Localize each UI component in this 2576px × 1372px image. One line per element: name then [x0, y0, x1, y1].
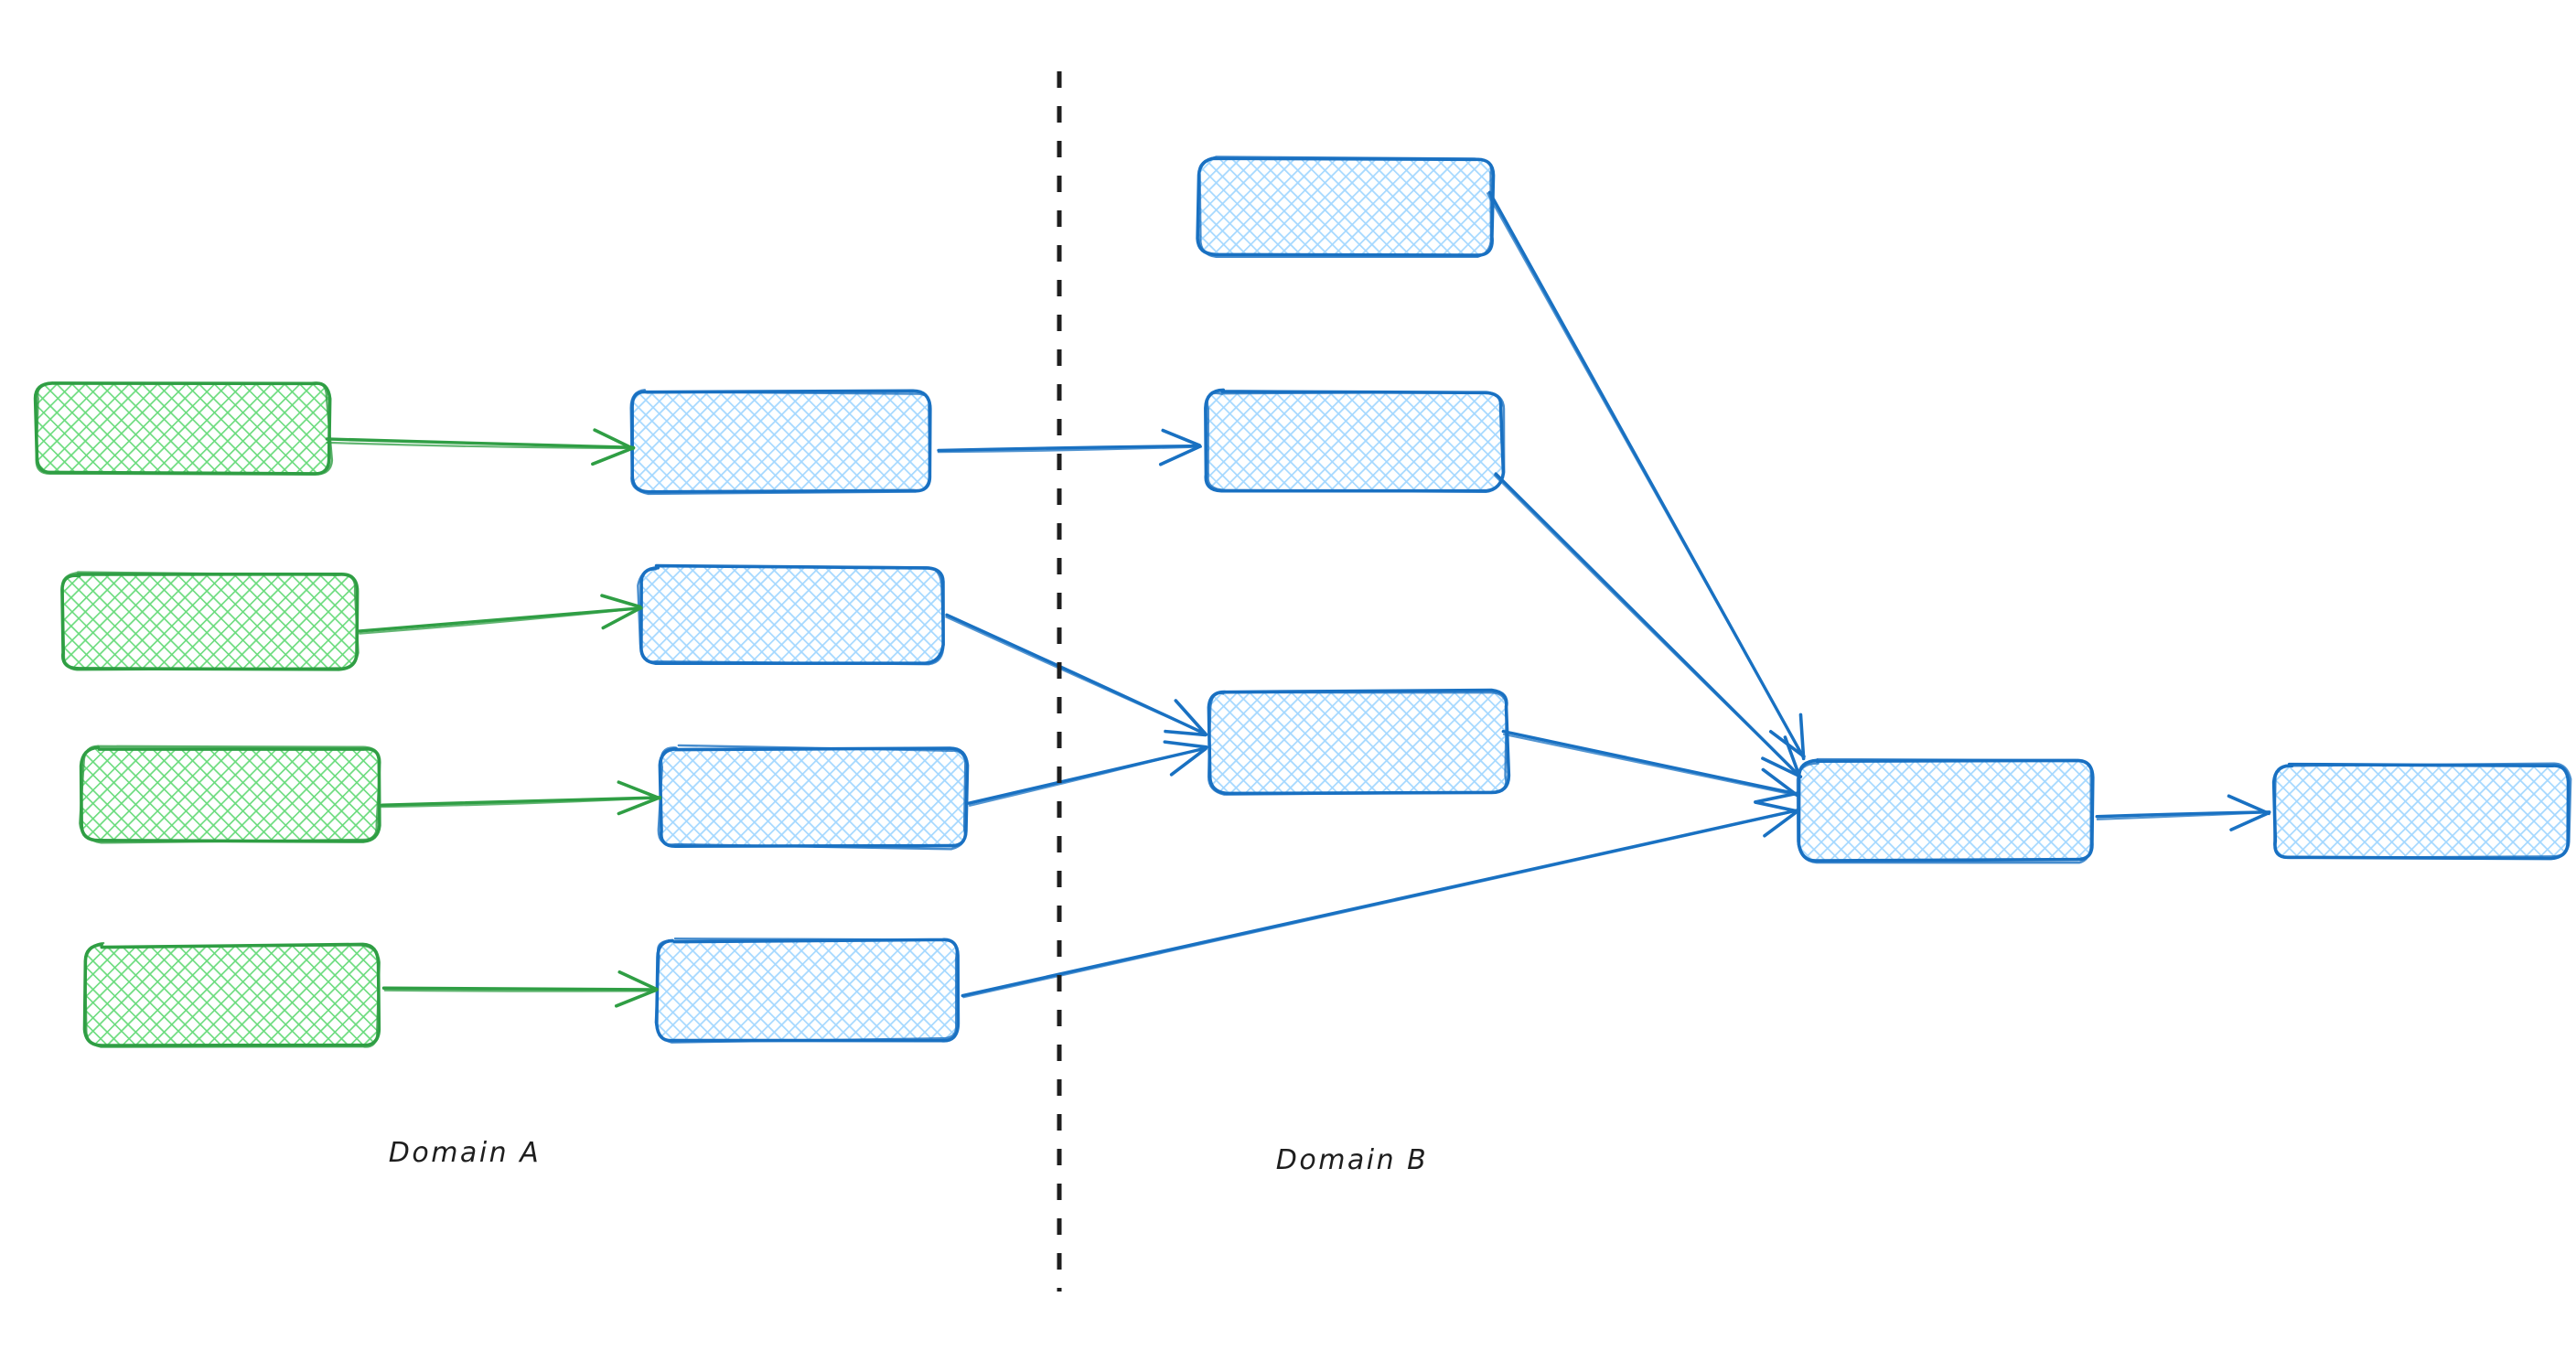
node-outline	[2273, 762, 2572, 860]
edge-arrowhead	[591, 445, 636, 466]
edge-line	[937, 445, 1203, 454]
node-m1[interactable]	[629, 389, 932, 496]
node-outline	[654, 937, 958, 1044]
edge-arrowhead	[617, 795, 662, 816]
edge-line	[1501, 729, 1798, 796]
edge-arrowhead	[617, 780, 661, 800]
edge-e10[interactable]	[1493, 472, 1803, 778]
node-a3[interactable]	[79, 745, 381, 844]
edge-e12[interactable]	[2095, 794, 2271, 831]
node-b1[interactable]	[1196, 155, 1496, 259]
edge-line	[1487, 192, 1805, 758]
edge-arrowhead	[1763, 809, 1800, 838]
domain-a-label: Domain A	[389, 1137, 541, 1169]
edge-line	[326, 441, 635, 450]
edge-line	[962, 809, 1800, 999]
node-m3[interactable]	[657, 744, 970, 851]
edge-e9[interactable]	[1487, 190, 1806, 761]
node-fill-hatch	[1209, 691, 1508, 792]
edge-arrowhead	[601, 606, 642, 630]
node-fill-hatch	[86, 946, 379, 1046]
nodes-layer	[33, 155, 2572, 1048]
edge-e4[interactable]	[381, 970, 659, 1008]
edge-arrowhead	[1783, 735, 1802, 778]
edge-arrowhead	[2229, 811, 2270, 831]
node-m4[interactable]	[654, 937, 961, 1044]
node-a1[interactable]	[33, 381, 334, 476]
edge-line	[1502, 733, 1798, 797]
node-m2[interactable]	[637, 563, 945, 666]
node-fill-hatch	[1206, 391, 1502, 490]
node-fill-hatch	[37, 382, 329, 474]
edge-e11[interactable]	[1501, 729, 1799, 804]
edge-arrowhead	[1161, 428, 1202, 447]
node-fill-hatch	[660, 748, 966, 847]
edge-arrowhead	[593, 428, 635, 451]
edge-e5[interactable]	[937, 428, 1203, 466]
edge-e7[interactable]	[967, 740, 1208, 807]
edge-arrowhead	[2227, 794, 2270, 816]
node-outline	[83, 941, 381, 1048]
node-fill-hatch	[1800, 761, 2093, 860]
node-a2[interactable]	[60, 571, 360, 671]
edge-line	[325, 437, 634, 449]
node-b2[interactable]	[1204, 388, 1506, 494]
edge-line	[968, 746, 1207, 807]
edge-arrowhead	[614, 988, 658, 1008]
node-outline	[637, 564, 945, 666]
node-outline	[657, 744, 967, 851]
node-hub[interactable]	[1796, 757, 2095, 864]
node-fill-hatch	[82, 748, 379, 841]
node-fill-hatch	[1198, 159, 1493, 254]
edge-arrowhead	[1754, 791, 1799, 804]
edge-arrowhead	[1754, 800, 1800, 813]
edge-e2[interactable]	[357, 594, 643, 635]
node-outline	[1197, 155, 1493, 259]
edge-line	[945, 616, 1206, 735]
edge-arrowhead	[600, 594, 642, 609]
node-outline	[629, 389, 931, 496]
edge-e8[interactable]	[961, 800, 1800, 999]
node-fill-hatch	[631, 391, 929, 492]
edge-line	[381, 796, 661, 807]
node-outline	[1207, 691, 1508, 796]
edge-arrowhead	[1798, 713, 1806, 761]
node-outline	[1206, 391, 1506, 494]
node-outline	[60, 571, 360, 671]
node-fill-hatch	[640, 567, 942, 662]
edges-layer	[325, 190, 2271, 1008]
edge-arrowhead	[617, 970, 659, 991]
edge-arrowhead	[1158, 445, 1202, 466]
edge-line	[381, 797, 660, 809]
edge-line	[2096, 811, 2270, 820]
node-outline	[35, 381, 334, 476]
edge-arrowhead	[1169, 746, 1208, 777]
node-fill-hatch	[62, 574, 357, 670]
edge-arrowhead	[1761, 756, 1803, 778]
node-fill-hatch	[657, 940, 959, 1041]
node-outline	[79, 745, 381, 844]
edge-line	[381, 986, 659, 991]
node-out[interactable]	[2271, 762, 2572, 861]
node-b3[interactable]	[1207, 688, 1511, 796]
edge-arrowhead	[1164, 729, 1208, 737]
edge-e3[interactable]	[381, 780, 662, 816]
edge-line	[1493, 474, 1801, 777]
edge-line	[937, 444, 1202, 453]
edge-line	[358, 606, 641, 635]
edge-arrowhead	[1174, 699, 1208, 736]
node-a4[interactable]	[82, 941, 381, 1048]
domain-b-label: Domain B	[1276, 1144, 1429, 1176]
edge-arrowhead	[1761, 767, 1799, 798]
edge-e6[interactable]	[945, 613, 1208, 737]
node-fill-hatch	[2274, 765, 2569, 858]
edge-arrowhead	[1163, 740, 1208, 749]
edge-e1[interactable]	[325, 428, 636, 466]
